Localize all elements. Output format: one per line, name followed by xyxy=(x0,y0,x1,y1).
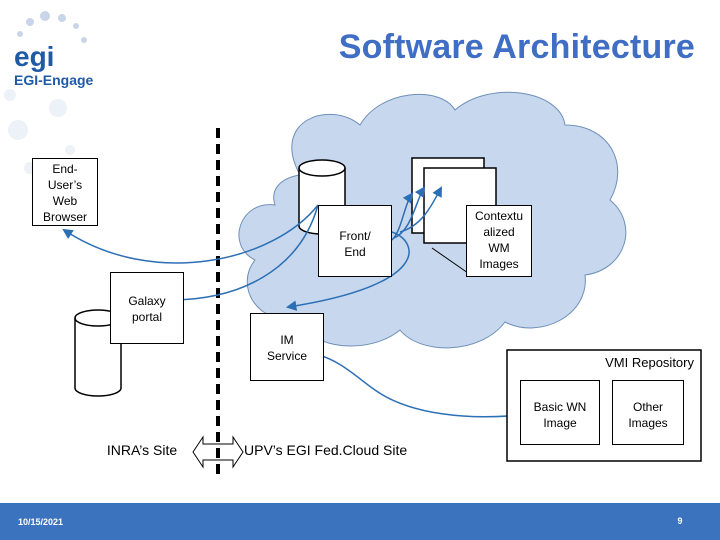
upv-site-label: UPV’s EGI Fed.Cloud Site xyxy=(244,442,408,458)
logo-caption: EGI-Engage xyxy=(14,72,94,88)
svg-text:egi: egi xyxy=(14,41,54,72)
other-images-box: Other Images xyxy=(612,380,684,445)
basic-wn-image-label: Basic WN Image xyxy=(533,400,587,430)
sites-double-arrow xyxy=(192,435,244,469)
footer-date: 10/15/2021 xyxy=(18,517,64,527)
egi-logo-wordmark: egi xyxy=(14,41,54,72)
contextualized-images-box: Contextu alized WM Images xyxy=(466,205,532,277)
callout-line xyxy=(431,247,469,274)
contextualized-images-label: Contextu alized WM Images xyxy=(474,209,524,271)
browser-box: End-User’s Web Browser xyxy=(32,158,98,226)
background-circles xyxy=(4,89,75,174)
footer-page-number: 9 xyxy=(677,516,683,526)
connection-arrows xyxy=(62,186,523,422)
galaxy-portal-label: Galaxy portal xyxy=(128,294,166,324)
im-service-label: IM Service xyxy=(266,333,307,363)
vmi-repository-label: VMI Repository xyxy=(605,355,694,370)
egi-logo-dots xyxy=(17,11,87,43)
frontend-label: Front/ End xyxy=(339,229,371,259)
footer-bar xyxy=(0,503,720,540)
database-cylinder-galaxy xyxy=(74,309,122,397)
inra-site-label: INRA’s Site xyxy=(106,442,178,458)
frontend-box: Front/ End xyxy=(318,205,392,277)
galaxy-portal-box: Galaxy portal xyxy=(110,272,184,344)
basic-wn-image-box: Basic WN Image xyxy=(520,380,600,445)
other-images-label: Other Images xyxy=(628,400,668,430)
browser-label: End-User’s Web Browser xyxy=(42,162,87,224)
page-title: Software Architecture xyxy=(338,28,695,66)
im-service-box: IM Service xyxy=(250,313,324,381)
